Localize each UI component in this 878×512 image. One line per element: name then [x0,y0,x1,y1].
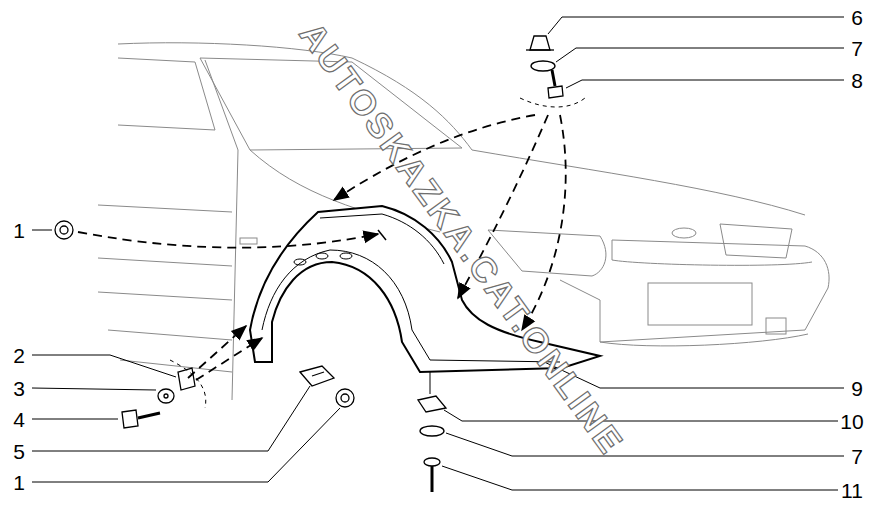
callout-number: 3 [12,378,26,399]
callout-number: 11 [840,480,864,501]
callout-number: 9 [850,378,864,399]
callout-number: 7 [850,38,864,59]
callout-number: 5 [12,441,26,462]
assembly-arrows [78,115,566,380]
leader-lines [32,17,844,490]
callout-number: 8 [850,70,864,91]
callout-number: 4 [12,409,26,430]
callout-number: 1 [12,472,26,493]
callout-number: 6 [850,7,864,28]
callout-number: 1 [12,220,26,241]
callout-number: 7 [850,446,864,467]
callout-number: 2 [12,345,26,366]
callout-number: 10 [839,411,864,432]
